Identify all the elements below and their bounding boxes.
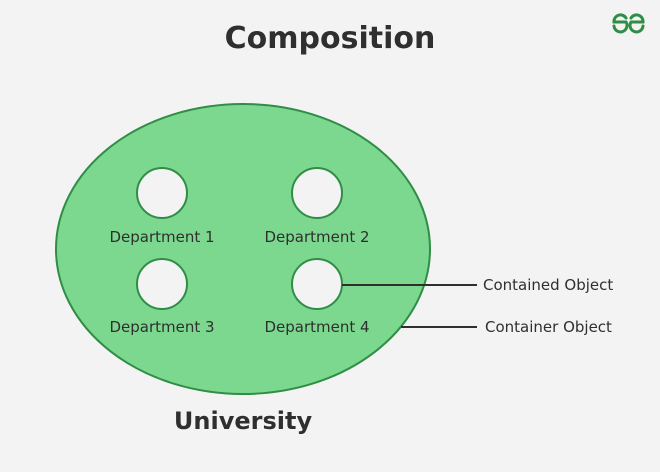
part-label-4: Department 4 (264, 318, 369, 336)
container-ellipse (55, 103, 431, 395)
part-label-3: Department 3 (109, 318, 214, 336)
part-circle-1 (136, 167, 188, 219)
part-circle-4 (291, 258, 343, 310)
diagram-title: Composition (225, 21, 436, 56)
container-object-label: Container Object (485, 318, 612, 336)
part-label-1: Department 1 (109, 228, 214, 246)
gfg-logo-icon (612, 13, 645, 34)
part-label-2: Department 2 (264, 228, 369, 246)
part-circle-2 (291, 167, 343, 219)
contained-object-label: Contained Object (483, 276, 613, 294)
part-circle-3 (136, 258, 188, 310)
container-label: University (174, 407, 313, 435)
